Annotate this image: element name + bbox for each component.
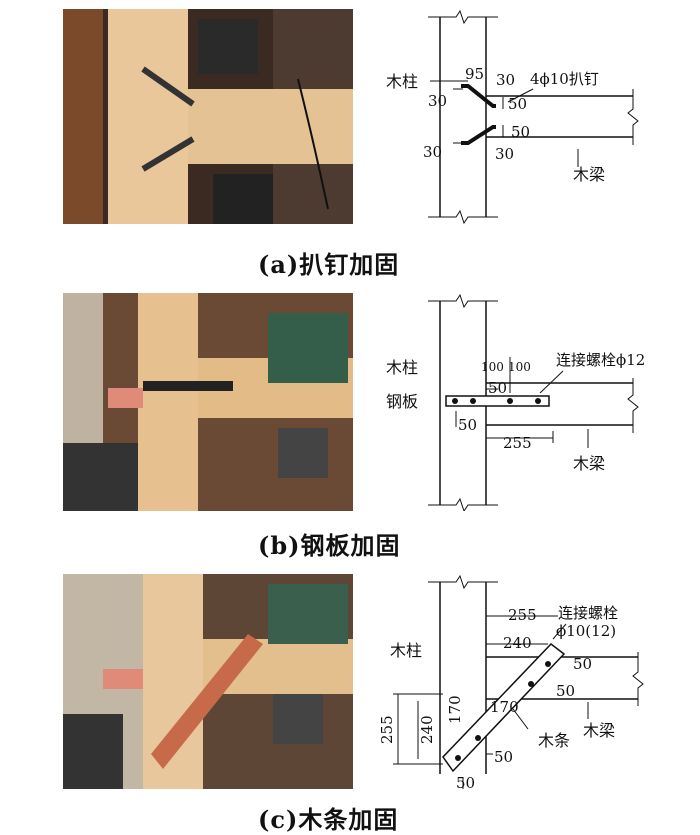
label-column: 木柱 <box>386 358 418 377</box>
dim-30-bottom: 30 <box>495 145 514 163</box>
label-staple: 4ϕ10扒钉 <box>530 70 599 88</box>
dim-170-b: 170 <box>446 695 464 724</box>
dim-255-left: 255 <box>378 715 396 744</box>
diagram-staple-detail: 木柱 木梁 4ϕ10扒钉 95 30 30 50 50 30 30 <box>368 9 693 224</box>
dim-100a: 100 <box>481 360 504 374</box>
caption-b: (b)钢板加固 <box>258 531 401 560</box>
label-strip: 木条 <box>538 731 570 750</box>
dim-240-top: 240 <box>503 634 532 652</box>
photo-staple-reinforcement <box>63 9 353 224</box>
caption-a: (a)扒钉加固 <box>258 250 400 279</box>
diagram-steel-plate-detail: 木柱 钢板 木梁 连接螺栓ϕ12 100 100 50 50 255 <box>368 293 693 511</box>
dim-50a: 50 <box>488 379 507 397</box>
dim-240-left: 240 <box>418 715 436 744</box>
label-bolt-line2: ϕ10(12) <box>556 622 616 640</box>
dim-50-lower: 50 <box>511 123 530 141</box>
label-bolt: 连接螺栓ϕ12 <box>556 351 645 369</box>
dim-50-a: 50 <box>573 655 592 673</box>
label-column: 木柱 <box>390 641 422 660</box>
dim-50-upper: 50 <box>508 95 527 113</box>
photo-wood-strip-reinforcement <box>63 574 353 789</box>
dim-50-b: 50 <box>556 682 575 700</box>
dim-50b: 50 <box>458 416 477 434</box>
dim-30-left-lower: 30 <box>423 143 442 161</box>
dim-50-d: 50 <box>456 774 475 792</box>
caption-c: (c)木条加固 <box>258 805 399 834</box>
dim-255: 255 <box>503 434 532 452</box>
label-beam: 木梁 <box>573 454 605 473</box>
label-plate: 钢板 <box>386 392 418 411</box>
label-beam: 木梁 <box>583 721 615 740</box>
dim-50-c: 50 <box>494 748 513 766</box>
dim-30-top-right: 30 <box>496 71 515 89</box>
dim-95: 95 <box>465 65 484 83</box>
label-bolt-line1: 连接螺栓 <box>558 604 618 622</box>
label-column: 木柱 <box>386 72 418 91</box>
dim-170-a: 170 <box>490 698 519 716</box>
diagram-wood-strip-detail: 木柱 木梁 木条 连接螺栓 ϕ10(12) 255 240 50 50 170 … <box>368 574 693 792</box>
dim-255-top: 255 <box>508 606 537 624</box>
label-beam: 木梁 <box>573 165 605 184</box>
dim-30-left-upper: 30 <box>428 92 447 110</box>
photo-steel-plate-reinforcement <box>63 293 353 511</box>
dim-100b: 100 <box>508 360 531 374</box>
